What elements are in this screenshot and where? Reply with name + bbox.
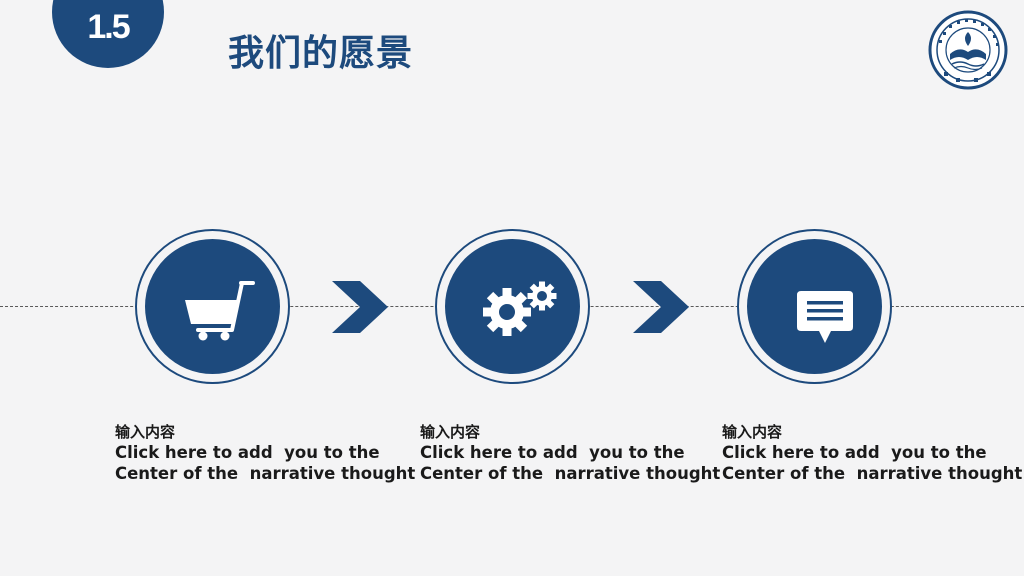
- step-1-line-1: Click here to add you to the: [115, 443, 380, 462]
- gears-icon: [483, 281, 557, 336]
- section-number: 1.5: [87, 8, 130, 46]
- shopping-cart-icon: [185, 281, 255, 341]
- step-3-line-1: Click here to add you to the: [722, 443, 987, 462]
- speech-bubble-icon: [797, 291, 853, 343]
- page-title: 我们的愿景: [228, 33, 414, 74]
- chevron-right-icon: [332, 281, 388, 333]
- step-3-caption: 输入内容 Click here to add you to the Center…: [722, 422, 1023, 484]
- section-badge: 1.5: [52, 0, 164, 68]
- step-1-line-2: Center of the narrative thought: [115, 464, 416, 483]
- step-2-line-2: Center of the narrative thought: [420, 464, 721, 483]
- chevron-right-icon: [633, 281, 689, 333]
- step-2-line-1: Click here to add you to the: [420, 443, 685, 462]
- step-1-caption: 输入内容 Click here to add you to the Center…: [115, 422, 416, 484]
- step-1-heading: 输入内容: [115, 423, 176, 441]
- step-2-caption: 输入内容 Click here to add you to the Center…: [420, 422, 721, 484]
- step-1-circle: [135, 229, 290, 384]
- step-2-heading: 输入内容: [420, 423, 481, 441]
- step-2-circle: [435, 229, 590, 384]
- step-3-heading: 输入内容: [722, 423, 783, 441]
- step-3-circle: [737, 229, 892, 384]
- university-seal-icon: [928, 10, 1008, 90]
- step-3-line-2: Center of the narrative thought: [722, 464, 1023, 483]
